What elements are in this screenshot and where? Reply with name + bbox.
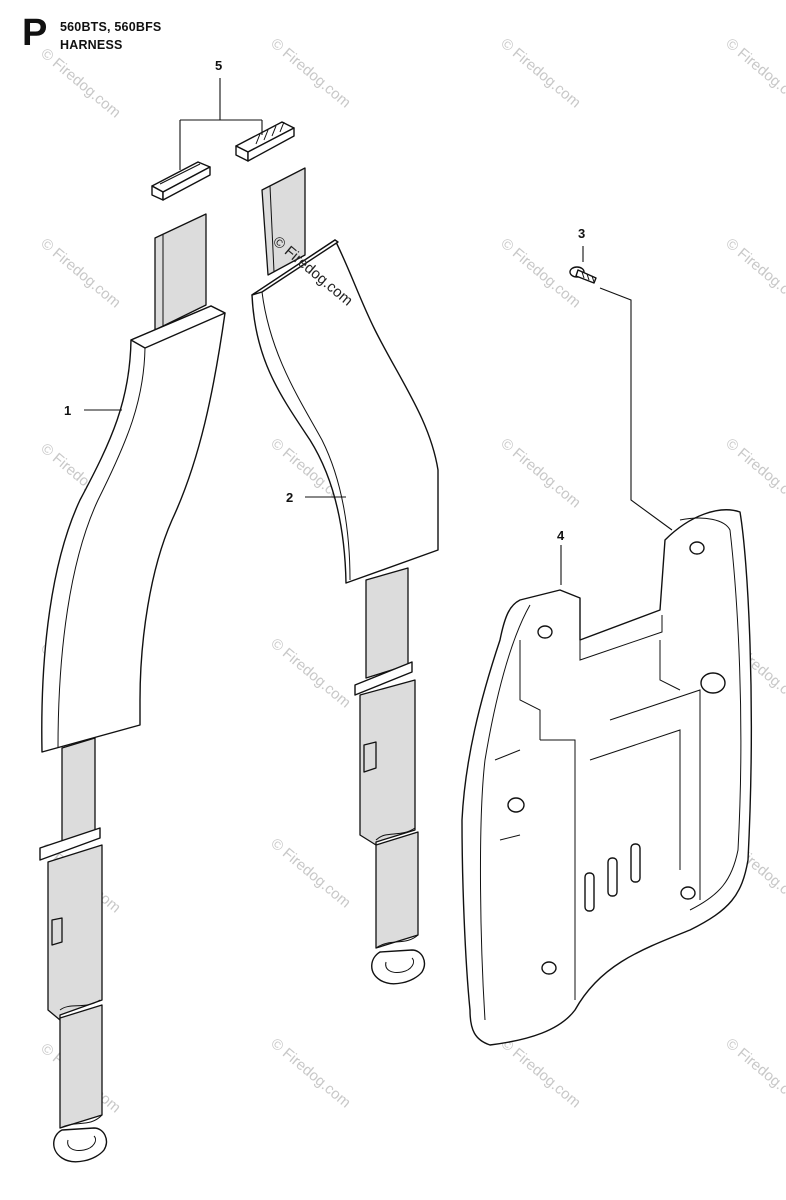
diagram-title: HARNESS — [60, 38, 123, 52]
watermark: © Firedog.com — [267, 1035, 353, 1111]
watermark: © Firedog.com — [722, 1035, 786, 1111]
watermark: © Firedog.com — [37, 235, 123, 311]
watermark: © Firedog.com — [497, 35, 583, 111]
watermark: © Firedog.com — [722, 435, 786, 511]
watermark: © Firedog.com — [267, 835, 353, 911]
callout-4: 4 — [557, 528, 565, 543]
buckle-part-5-right — [235, 121, 295, 162]
watermark: © Firedog.com — [267, 635, 353, 711]
section-letter: P — [22, 12, 48, 54]
model-numbers: 560BTS, 560BFS — [60, 20, 162, 34]
watermark: © Firedog.com — [722, 35, 786, 111]
watermark: © Firedog.com — [37, 45, 123, 121]
callout-2: 2 — [286, 490, 293, 505]
watermark: © Firedog.com — [497, 1035, 583, 1111]
watermark: © Firedog.com — [722, 235, 786, 311]
leader-lines — [84, 78, 673, 585]
buckle-part-5-left — [151, 161, 211, 201]
screw-part-3 — [569, 266, 597, 284]
watermark: © Firedog.com — [497, 435, 583, 511]
shoulder-strap-part-1 — [39, 213, 226, 1163]
watermark: © Firedog.com — [267, 35, 353, 111]
callout-3: 3 — [578, 226, 585, 241]
callout-1: 1 — [64, 403, 71, 418]
callout-5: 5 — [215, 58, 222, 73]
shoulder-strap-part-2 — [251, 167, 439, 985]
back-plate-part-4 — [461, 509, 752, 1046]
callout-numbers: 5 1 2 3 4 — [64, 58, 585, 543]
